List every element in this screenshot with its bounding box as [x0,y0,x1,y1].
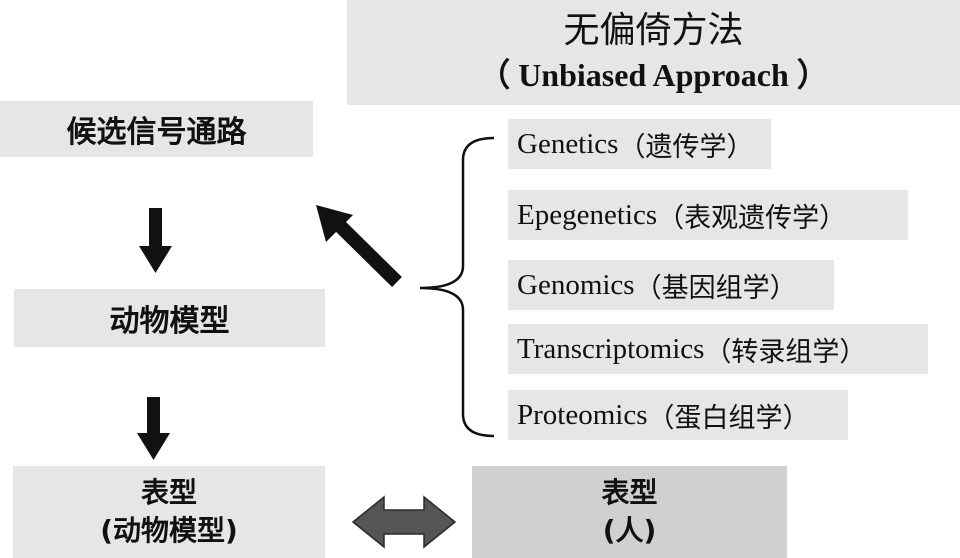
down-arrow-1 [139,208,172,273]
phenotype-animal-line2: (动物模型) [100,514,238,547]
double-arrow [351,495,457,549]
phenotype-human-box: 表型 (人) [472,466,787,558]
down-arrow-2 [137,397,170,460]
omics-item-en: Epegenetics [517,198,658,231]
unbiased-title-en: （ Unbiased Approach ） [478,56,829,93]
omics-item-en: Proteomics [517,398,648,431]
unbiased-approach-header: 无偏倚方法 （ Unbiased Approach ） [347,0,960,105]
phenotype-human-line1: 表型 [601,476,658,509]
omics-item-zh: （表观遗传学） [657,202,847,234]
omics-item-zh: （基因组学） [634,272,797,304]
omics-item-zh: （转录组学） [704,336,867,368]
unbiased-title-cn: 无偏倚方法 [563,9,744,51]
omics-item-en: Genetics [517,127,619,160]
omics-item-en: Transcriptomics [517,332,705,365]
omics-item-epigenetics: Epegenetics（表观遗传学） [508,190,908,240]
omics-item-transcriptomics: Transcriptomics（转录组学） [508,324,928,374]
phenotype-animal-line1: 表型 [140,476,197,509]
omics-item-en: Genomics [517,268,635,301]
candidate-pathway-box: 候选信号通路 [0,101,313,157]
omics-item-zh: （蛋白组学） [647,402,810,434]
phenotype-human-line2: (人) [602,514,657,547]
curly-brace [419,136,495,438]
omics-item-genetics: Genetics（遗传学） [508,119,771,169]
animal-model-box: 动物模型 [14,289,325,347]
omics-item-genomics: Genomics（基因组学） [508,260,834,310]
omics-item-zh: （遗传学） [618,131,754,163]
phenotype-animal-box: 表型 (动物模型) [13,466,325,558]
diagonal-arrow [316,205,402,287]
omics-item-proteomics: Proteomics（蛋白组学） [508,390,848,440]
